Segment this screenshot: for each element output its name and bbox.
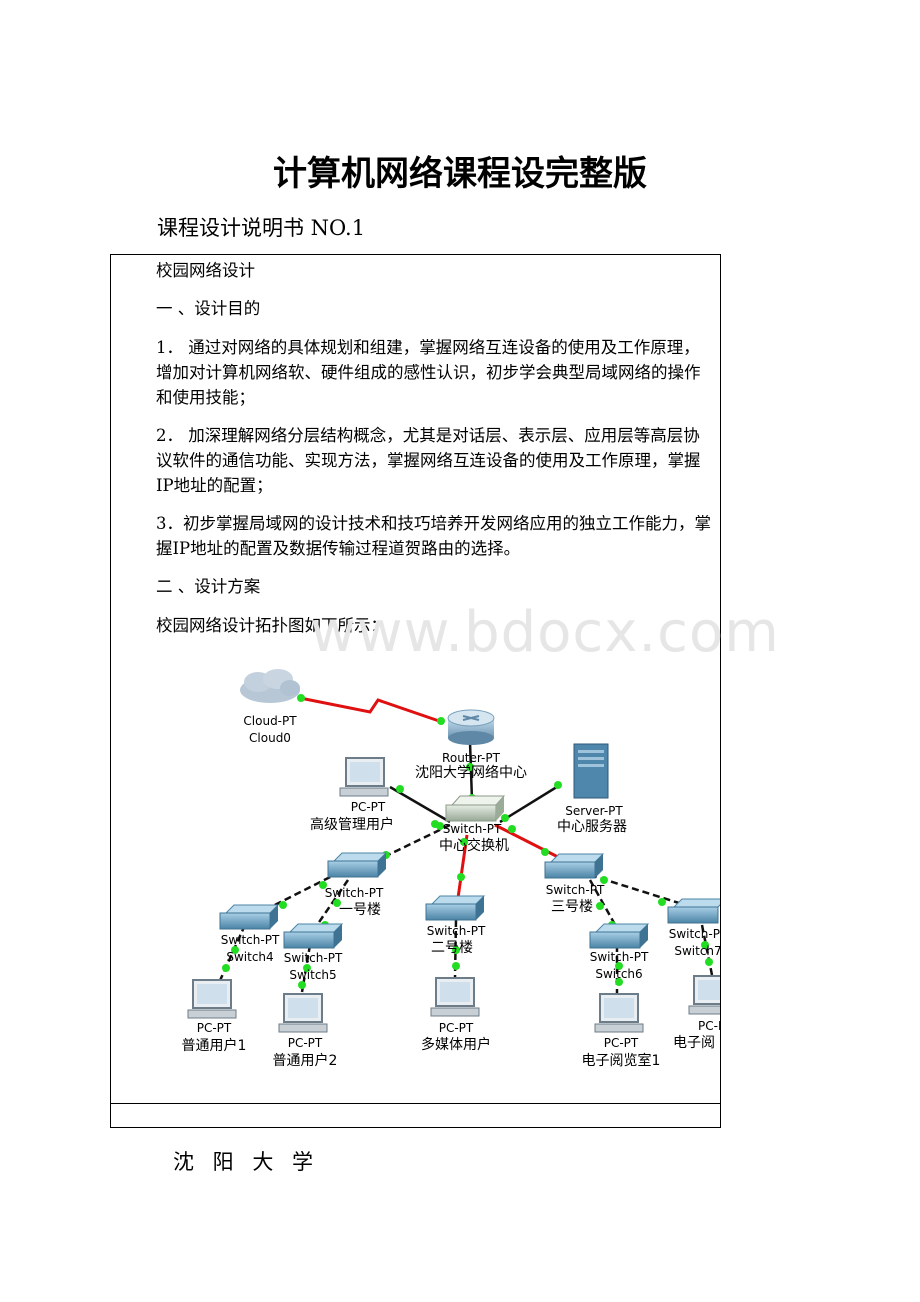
cloud-type-label: Cloud-PT bbox=[243, 714, 297, 728]
university-footer: 沈 阳 大 学 bbox=[173, 1150, 320, 1174]
sw5-type-label: Switch-PT bbox=[284, 951, 343, 965]
sw6-type-label: Switch-PT bbox=[590, 950, 649, 964]
sw5-name-label: Switch5 bbox=[289, 968, 336, 982]
page-title: 计算机网络课程设完整版 bbox=[273, 154, 647, 194]
router-icon bbox=[447, 709, 495, 745]
pc-icon-e1 bbox=[594, 993, 644, 1033]
sw-b1-name-label: 一号楼 bbox=[339, 902, 381, 918]
purpose-item-1: 1． 通过对网络的具体规划和组建，掌握网络互连设备的使用及工作原理，增加对计算机… bbox=[156, 338, 701, 407]
sw7-type-label: Switch-PT bbox=[669, 927, 728, 941]
router-name-label: 沈阳大学网络中心 bbox=[415, 765, 527, 781]
pc-media-type-label: PC-PT bbox=[439, 1021, 474, 1035]
admin-pc-type-label: PC-PT bbox=[351, 800, 386, 814]
sw4-name-label: Switch4 bbox=[226, 950, 273, 964]
core-switch-icon bbox=[445, 795, 506, 822]
sw7-name-label: Switch7 bbox=[674, 944, 721, 958]
section-heading-plan: 二 、设计方案 bbox=[156, 577, 261, 596]
switch-icon-6 bbox=[589, 923, 650, 949]
pc-e2-type-label: PC-PT bbox=[698, 1019, 733, 1033]
pc-e2-name-label: 电子阅 bbox=[673, 1035, 715, 1051]
purpose-item-3: 3．初步掌握局域网的设计技术和技巧培养开发网络应用的独立工作能力，掌握IP地址的… bbox=[156, 514, 711, 558]
sw-b3-type-label: Switch-PT bbox=[546, 883, 605, 897]
core-switch-type-label: Switch-PT bbox=[443, 822, 502, 836]
pc1-name-label: 普通用户1 bbox=[182, 1037, 247, 1054]
router-type-label: Router-PT bbox=[442, 751, 501, 765]
server-name-label: 中心服务器 bbox=[557, 819, 627, 835]
section-heading-purpose: 一 、设计目的 bbox=[156, 299, 261, 318]
sw4-type-label: Switch-PT bbox=[221, 933, 280, 947]
topology-caption: 校园网络设计拓扑图如下所示： bbox=[156, 616, 387, 635]
pc-icon-user1 bbox=[187, 979, 237, 1019]
document-subtitle: 课程设计说明书 NO.1 bbox=[157, 216, 366, 240]
switch-icon-4 bbox=[219, 904, 280, 930]
switch-icon-b3 bbox=[544, 853, 605, 879]
purpose-item-2: 2． 加深理解网络分层结构概念，尤其是对话层、表示层、应用层等高层协议软件的通信… bbox=[156, 426, 701, 495]
content-box bbox=[110, 254, 721, 1128]
pc-icon-user2 bbox=[278, 993, 328, 1033]
sw-b2-name-label: 二号楼 bbox=[431, 940, 473, 956]
pc-icon-media bbox=[430, 977, 480, 1017]
pc-e1-name-label: 电子阅览室1 bbox=[582, 1052, 661, 1069]
switch-icon-5 bbox=[283, 923, 344, 949]
server-icon bbox=[573, 743, 609, 799]
pc-icon bbox=[339, 757, 389, 797]
pc-media-name-label: 多媒体用户 bbox=[421, 1036, 491, 1053]
pc-e1-type-label: PC-PT bbox=[604, 1036, 639, 1050]
switch-icon-7 bbox=[667, 898, 720, 924]
cloud-icon bbox=[240, 669, 300, 703]
sw6-name-label: Switch6 bbox=[595, 967, 642, 981]
switch-icon-b1 bbox=[327, 852, 388, 878]
core-switch-name-label: 中心交换机 bbox=[439, 837, 509, 854]
pc2-name-label: 普通用户2 bbox=[273, 1052, 338, 1069]
box-divider bbox=[111, 1103, 720, 1104]
watermark: www.bdocx.com bbox=[310, 600, 780, 665]
admin-pc-name-label: 高级管理用户 bbox=[310, 816, 394, 833]
sw-b1-type-label: Switch-PT bbox=[325, 886, 384, 900]
pc2-type-label: PC-PT bbox=[288, 1036, 323, 1050]
pc-icon-e2 bbox=[688, 975, 720, 1015]
box-heading: 校园网络设计 bbox=[156, 261, 255, 280]
sw-b2-type-label: Switch-PT bbox=[427, 924, 486, 938]
server-type-label: Server-PT bbox=[565, 804, 623, 818]
sw-b3-name-label: 三号楼 bbox=[551, 899, 593, 915]
cloud-name-label: Cloud0 bbox=[249, 731, 291, 745]
pc1-type-label: PC-PT bbox=[197, 1021, 232, 1035]
switch-icon-b2 bbox=[425, 895, 486, 921]
